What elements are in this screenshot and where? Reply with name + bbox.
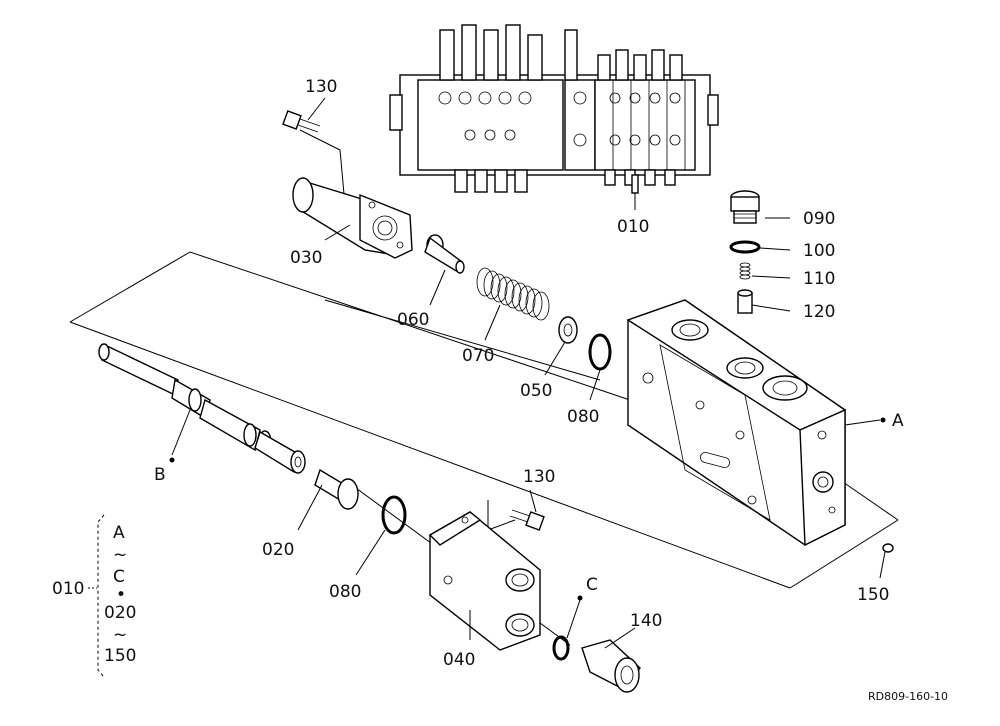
part-040-cover: [428, 511, 541, 651]
part-150-o-ring: [882, 543, 894, 553]
legend-line-6: ~: [113, 625, 127, 645]
control-valve-assembly: [389, 24, 719, 210]
label-040: 040: [443, 650, 475, 670]
part-o-ring-c: [552, 635, 570, 661]
legend-assembly-number: 010: [52, 579, 84, 599]
part-100-o-ring: [729, 240, 761, 254]
legend-line-2: ~: [113, 545, 127, 565]
part-120-poppet: [737, 289, 753, 314]
ref-dot-b: [169, 457, 175, 463]
label-ref-a: A: [892, 411, 904, 431]
label-080-lower: 080: [329, 582, 361, 602]
part-080-o-ring-lower: [381, 495, 407, 535]
drawing-code: RD809-160-10: [868, 690, 948, 703]
legend-line-5: 020: [104, 603, 136, 623]
legend-line-7: 150: [104, 646, 136, 666]
part-140-adapter: [581, 627, 641, 693]
assembly-legend: 010 A ~ C • 020 ~ 150: [52, 514, 136, 678]
label-140: 140: [630, 611, 662, 631]
valve-section-body: [626, 299, 881, 547]
label-100: 100: [803, 241, 835, 261]
label-070: 070: [462, 346, 494, 366]
label-080-upper: 080: [567, 407, 599, 427]
part-020-stopper: [297, 468, 359, 531]
label-090: 090: [803, 209, 835, 229]
part-050-washer: [558, 316, 578, 344]
part-060-piston: [424, 234, 465, 274]
part-030-cap-housing: [292, 177, 413, 259]
part-090-plug: [730, 190, 760, 224]
leader-lines: [307, 97, 791, 640]
spool: [98, 343, 306, 474]
label-130-lower: 130: [523, 467, 555, 487]
part-110-spring: [739, 262, 751, 280]
part-130-bolt-upper: [282, 110, 321, 133]
part-130-bolt-lower: [509, 509, 545, 531]
label-030: 030: [290, 248, 322, 268]
label-130-upper: 130: [305, 77, 337, 97]
label-010-top: 010: [617, 217, 649, 237]
label-ref-b: B: [154, 465, 166, 485]
ref-dot-a: [880, 417, 886, 423]
label-020: 020: [262, 540, 294, 560]
legend-line-4: •: [116, 585, 126, 605]
label-ref-c: C: [586, 575, 598, 595]
legend-line-1: A: [113, 523, 125, 543]
label-060: 060: [397, 310, 429, 330]
label-050: 050: [520, 381, 552, 401]
label-110: 110: [803, 269, 835, 289]
label-120: 120: [803, 302, 835, 322]
label-150: 150: [857, 585, 889, 605]
ref-dot-c: [577, 595, 583, 601]
part-080-o-ring-upper: [588, 333, 612, 371]
legend-line-3: C: [113, 567, 125, 587]
part-070-spring: [476, 267, 550, 321]
